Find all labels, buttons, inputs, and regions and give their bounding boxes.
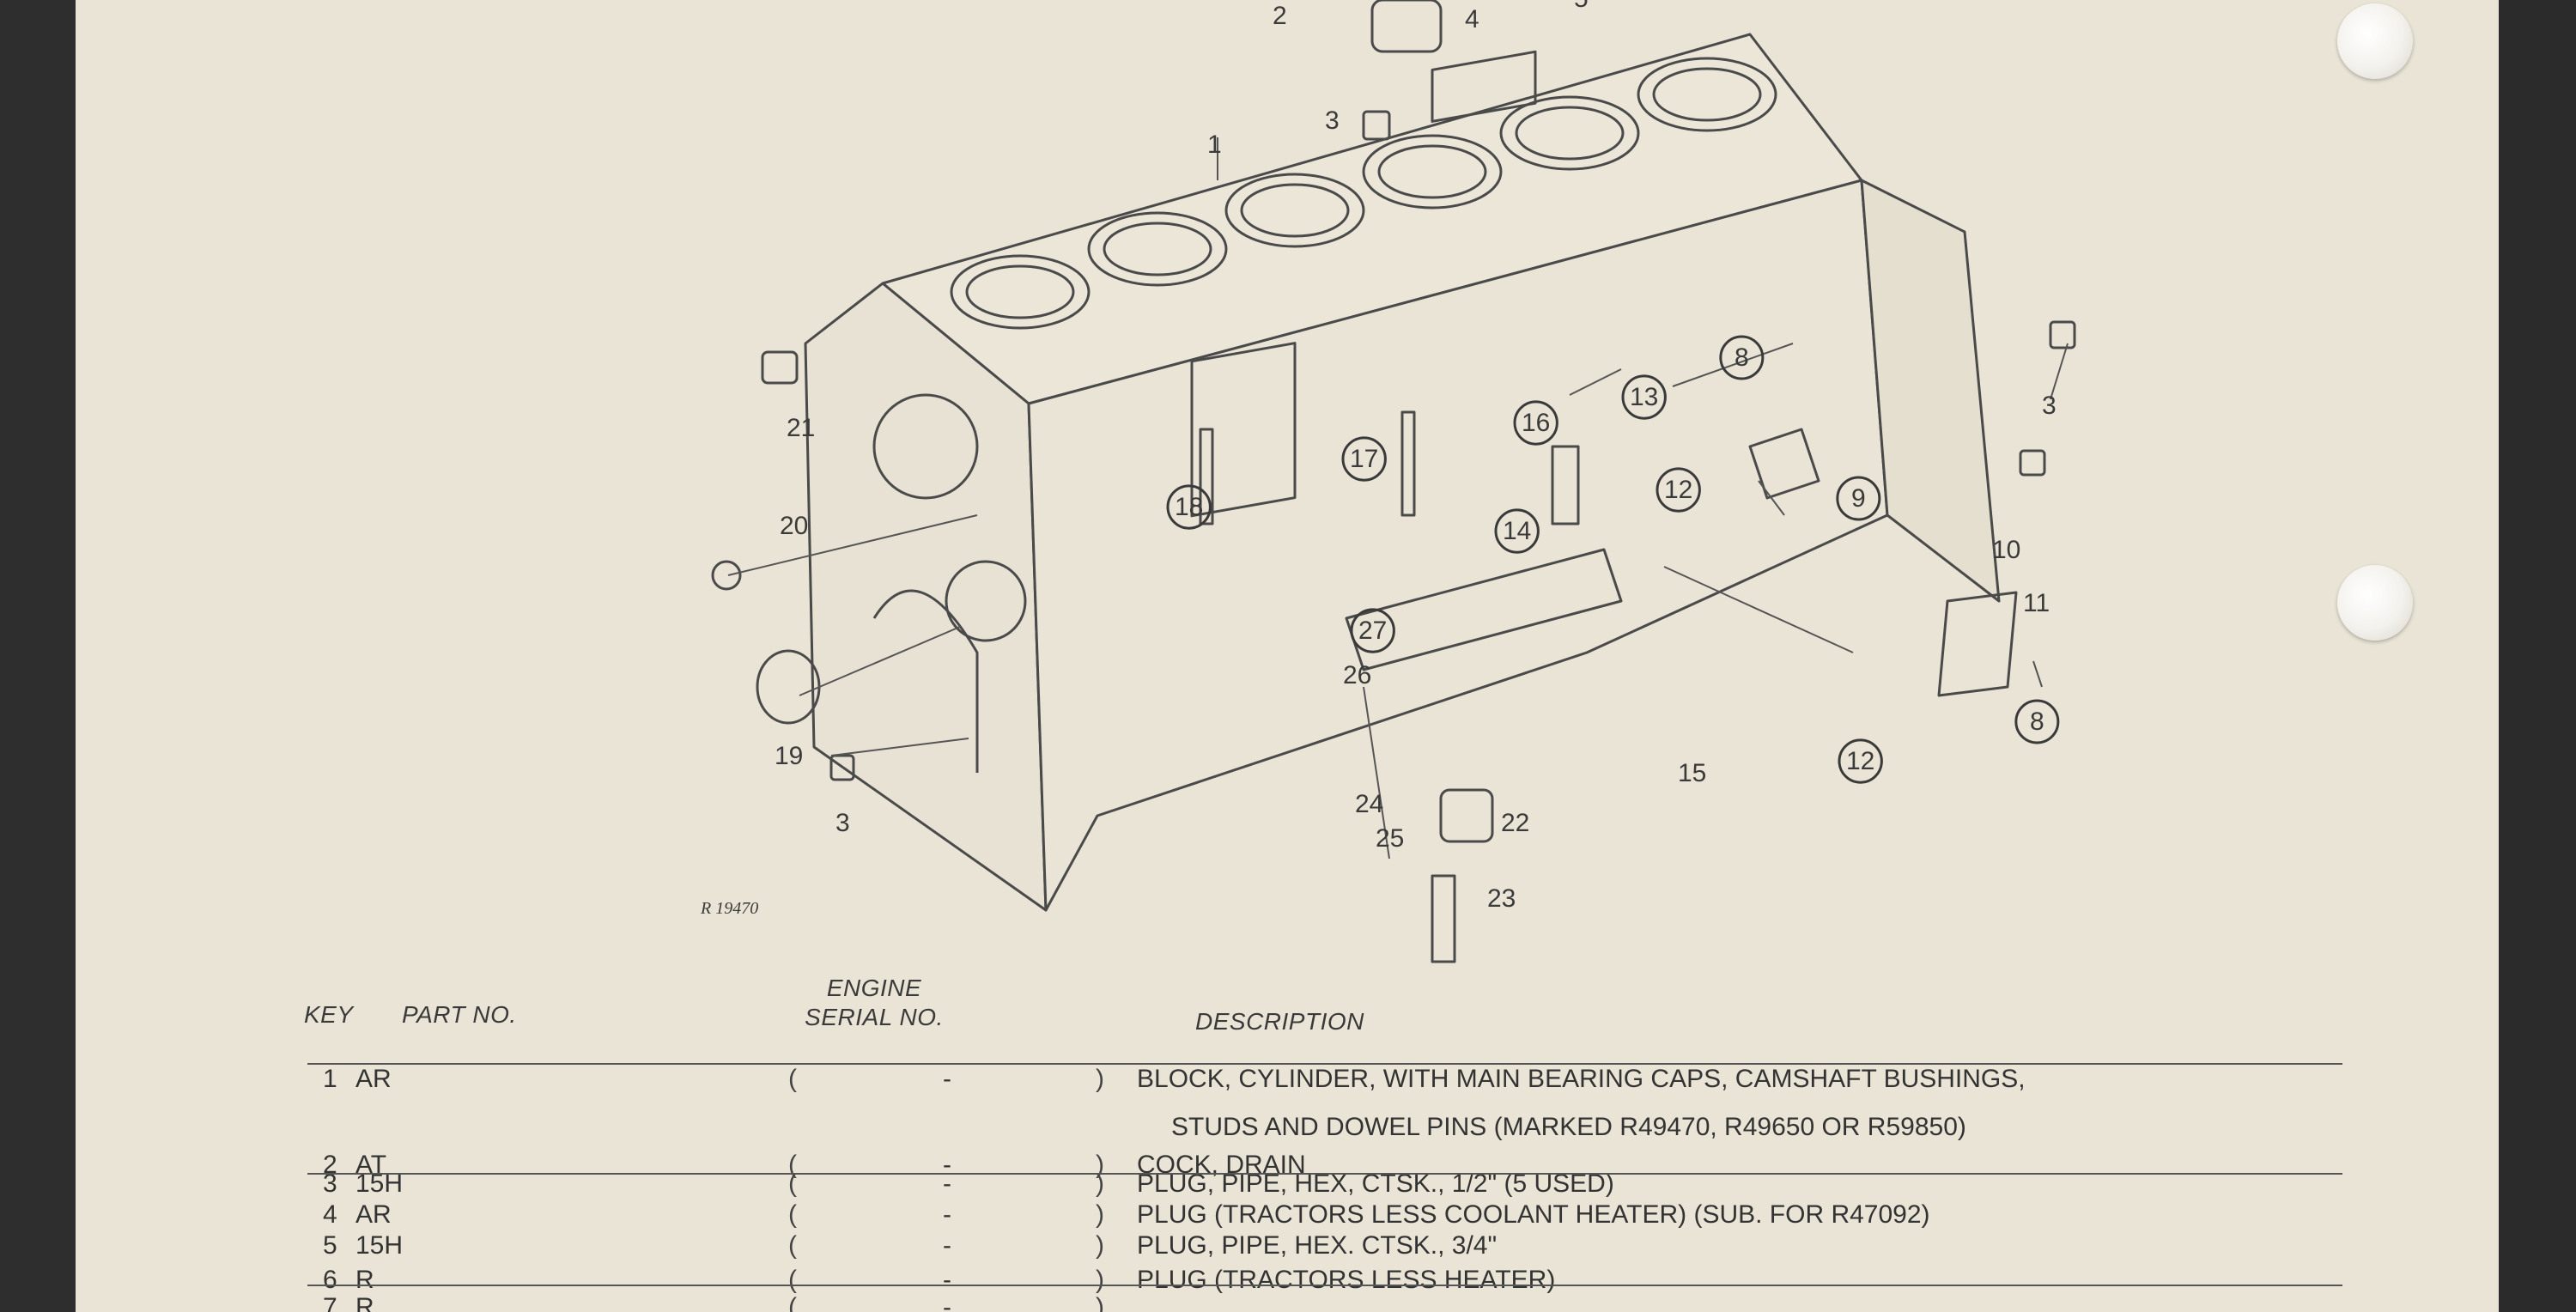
close-paren: ) (1096, 1231, 1104, 1260)
callout-23: 23 (1487, 884, 1516, 913)
callout-17: 17 (1350, 445, 1378, 473)
figure-id: R 19470 (700, 899, 758, 918)
callout-labels: 1 2 3 3 3 4 5 8 8 9 10 11 12 12 13 14 15… (775, 0, 2060, 913)
engine-block-drawing (711, 0, 2076, 963)
callout-10: 10 (1992, 536, 2020, 564)
open-paren: ( (788, 1065, 797, 1093)
open-paren: ( (788, 1169, 797, 1198)
key-cell: 1 (323, 1065, 337, 1093)
callout-2: 2 (1273, 2, 1287, 30)
callout-16: 16 (1522, 409, 1550, 437)
callout-21: 21 (787, 414, 815, 442)
callout-25: 25 (1376, 824, 1404, 853)
key-cell: 3 (323, 1169, 337, 1198)
header-part-no: PART NO. (402, 1001, 517, 1028)
description-cell: PLUG (TRACTORS LESS COOLANT HEATER) (SUB… (1137, 1200, 1930, 1229)
callout-24: 24 (1355, 790, 1383, 818)
open-paren: ( (788, 1151, 797, 1179)
callout-14: 14 (1503, 517, 1531, 545)
description-cell: PLUG, PIPE, HEX. CTSK., 3/4" (1137, 1231, 1498, 1260)
table-rule-group-1 (307, 1173, 2342, 1175)
description-cell: BLOCK, CYLINDER, WITH MAIN BEARING CAPS,… (1137, 1065, 2026, 1093)
serial-cell: - (943, 1231, 951, 1260)
open-paren: ( (788, 1231, 797, 1260)
callout-circle (1341, 436, 1387, 482)
callout-18: 18 (1175, 493, 1203, 521)
callout-circle (1836, 476, 1881, 521)
table-top-rule (307, 1063, 2342, 1065)
serial-cell: - (943, 1169, 951, 1198)
callout-circle (1621, 374, 1667, 420)
callout-26: 26 (1343, 661, 1371, 689)
key-cell: 4 (323, 1200, 337, 1229)
serial-cell: - (943, 1293, 951, 1312)
close-paren: ) (1096, 1293, 1104, 1312)
callout-3a: 3 (1325, 106, 1340, 135)
callout-circle (1166, 484, 1212, 530)
callout-circle (1719, 335, 1765, 380)
callout-8a: 8 (1735, 343, 1749, 372)
callout-27: 27 (1358, 617, 1387, 645)
callout-12a: 12 (1664, 476, 1692, 504)
prefix-cell: 15H (355, 1231, 404, 1260)
header-engine-serial-line2: SERIAL NO. (805, 1004, 944, 1030)
description-cell: PLUG (TRACTORS LESS HEATER) (1137, 1266, 1556, 1294)
punch-hole-top (2337, 3, 2413, 79)
callout-12b: 12 (1846, 747, 1874, 775)
callout-8b: 8 (2030, 708, 2044, 736)
callout-11: 11 (2023, 589, 2050, 617)
close-paren: ) (1096, 1065, 1104, 1093)
description-continuation: STUDS AND DOWEL PINS (MARKED R49470, R49… (1171, 1113, 1966, 1141)
serial-cell: - (943, 1200, 951, 1229)
prefix-cell: R (355, 1293, 374, 1312)
callout-circle (2014, 699, 2060, 744)
prefix-cell: AR (355, 1200, 392, 1229)
callout-19: 19 (775, 742, 803, 770)
leader-lines (727, 137, 2069, 859)
callout-3c: 3 (835, 809, 850, 837)
close-paren: ) (1096, 1169, 1104, 1198)
open-paren: ( (788, 1266, 797, 1294)
key-cell: 5 (323, 1231, 337, 1260)
serial-cell: - (943, 1151, 951, 1179)
callout-9: 9 (1851, 484, 1866, 513)
callout-circle (1513, 400, 1558, 446)
callout-20: 20 (780, 512, 808, 540)
close-paren: ) (1096, 1266, 1104, 1294)
open-paren: ( (788, 1200, 797, 1229)
viewer-right-bar (2499, 0, 2576, 1312)
close-paren: ) (1096, 1151, 1104, 1179)
table-rule-group-2 (307, 1285, 2342, 1286)
header-key: KEY (304, 1001, 354, 1028)
close-paren: ) (1096, 1200, 1104, 1229)
callout-circle (1838, 738, 1883, 784)
prefix-cell: AR (355, 1065, 392, 1093)
header-engine-serial: ENGINE SERIAL NO. (762, 974, 986, 1032)
callout-circle (1494, 508, 1540, 554)
key-cell: 7 (323, 1293, 337, 1312)
key-cell: 6 (323, 1266, 337, 1294)
callout-22: 22 (1501, 809, 1529, 837)
key-cell: 2 (323, 1151, 337, 1179)
callout-3b: 3 (2042, 392, 2057, 420)
catalog-page: 1 2 3 3 3 4 5 8 8 9 10 11 12 12 13 14 15… (76, 0, 2499, 1312)
callout-circle (1350, 608, 1395, 653)
callout-5: 5 (1574, 0, 1589, 13)
callout-13: 13 (1630, 383, 1658, 411)
punch-hole-middle (2337, 565, 2413, 641)
serial-cell: - (943, 1065, 951, 1093)
open-paren: ( (788, 1293, 797, 1312)
serial-cell: - (943, 1266, 951, 1294)
callout-circle (1656, 467, 1701, 513)
callout-4: 4 (1465, 5, 1479, 33)
callout-15: 15 (1678, 759, 1706, 787)
header-engine-serial-line1: ENGINE (826, 975, 922, 1001)
header-description: DESCRIPTION (1195, 1008, 1364, 1035)
prefix-cell: R (355, 1266, 374, 1294)
exploded-engine-block-diagram: 1 2 3 3 3 4 5 8 8 9 10 11 12 12 13 14 15… (700, 0, 2076, 963)
callout-1: 1 (1207, 131, 1222, 159)
